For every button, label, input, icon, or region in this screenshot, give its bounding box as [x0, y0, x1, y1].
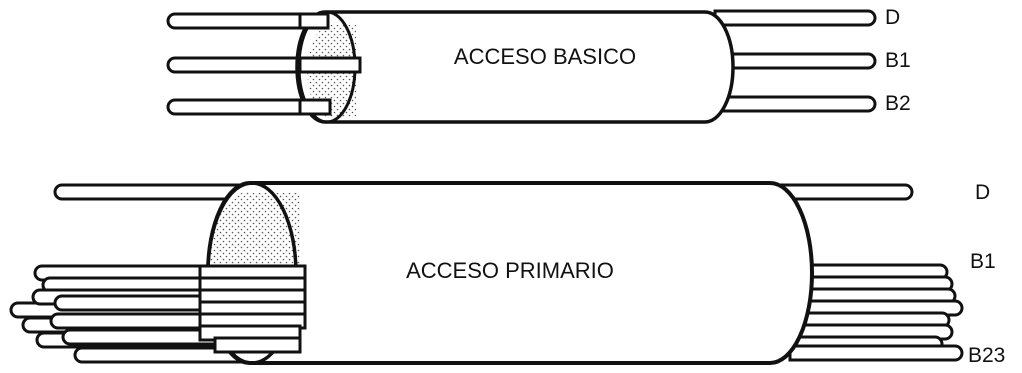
primary-channel-b23: B23 — [968, 344, 1005, 367]
basic-inner-wire-d — [298, 12, 330, 30]
basic-left-wires — [166, 12, 332, 116]
basic-wire-d-left — [166, 12, 322, 30]
primary-left-bundle — [9, 264, 242, 364]
primary-inner-wire — [213, 336, 302, 354]
primary-inner-bundle — [198, 264, 307, 354]
primary-right-wire — [788, 344, 964, 362]
basic-wire-b2-right — [713, 95, 877, 113]
basic-inner-wire-b2 — [298, 98, 332, 116]
primary-title: ACCESO PRIMARIO — [406, 258, 614, 283]
primary-channel-b1: B1 — [970, 250, 996, 273]
basic-wire-b1-left — [166, 56, 332, 74]
basic-title: ACCESO BASICO — [454, 44, 636, 69]
basic-channel-d: D — [885, 6, 900, 29]
primary-left-wire — [49, 312, 242, 330]
primary-left-wire — [73, 346, 242, 364]
basic-channel-b2: B2 — [885, 92, 911, 115]
basic-right-wires — [713, 9, 877, 113]
basic-inner-wire-b1 — [298, 56, 362, 74]
primary-access-group: ACCESO PRIMARIO D B1 B23 — [9, 181, 1005, 367]
primary-left-wire — [53, 294, 242, 312]
basic-access-group: ACCESO BASICO D B1 B2 — [166, 6, 911, 124]
primary-left-wire — [61, 328, 242, 346]
basic-wire-d-right — [713, 9, 877, 27]
basic-inner-wires — [298, 12, 362, 116]
primary-channel-d: D — [975, 181, 990, 204]
basic-wire-b2-left — [166, 98, 322, 116]
primary-cable-end-face — [208, 192, 300, 268]
basic-cable-sheath — [295, 10, 735, 124]
basic-channel-b1: B1 — [885, 49, 911, 72]
primary-right-bundle — [788, 263, 964, 362]
basic-wire-b1-right — [723, 52, 877, 70]
